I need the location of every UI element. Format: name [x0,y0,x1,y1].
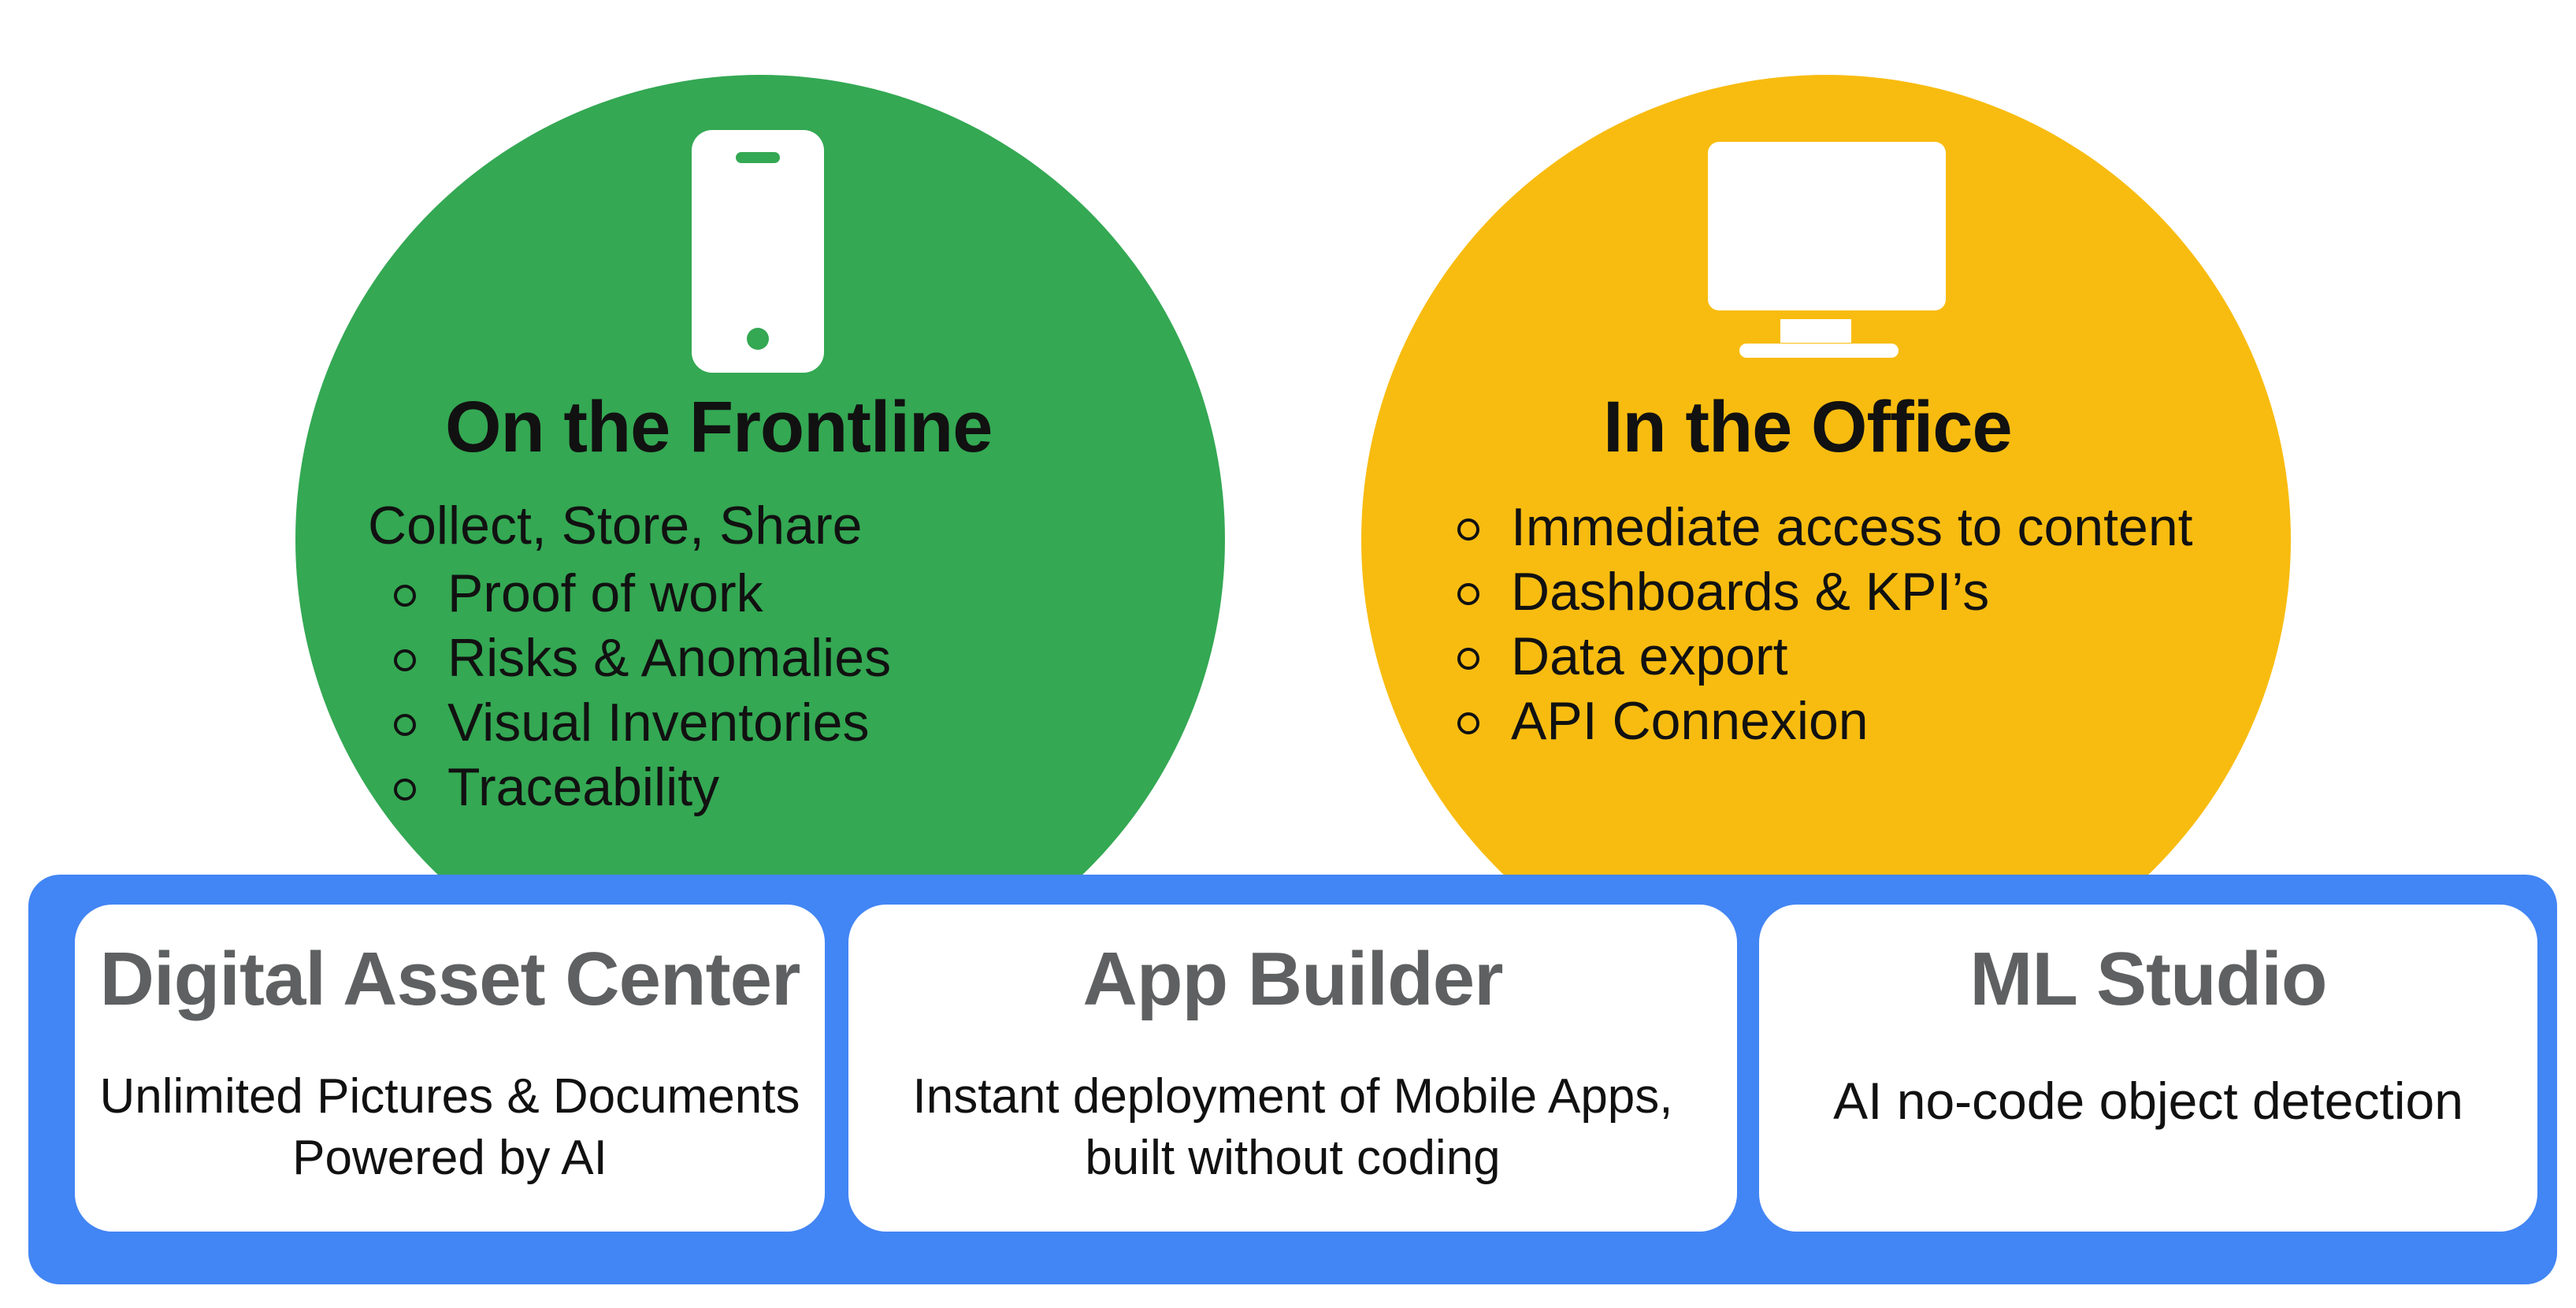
hollow-bullet-icon [1457,712,1479,734]
card-title: Digital Asset Center [99,937,801,1021]
list-item: Visual Inventories [394,690,891,755]
list-item: Traceability [394,755,891,819]
list-item: Dashboards & KPI’s [1457,559,2193,624]
app-builder-card: App Builder Instant deployment of Mobile… [848,905,1737,1232]
list-item: Immediate access to content [1457,495,2193,559]
frontline-bullet-list: Proof of work Risks & Anomalies Visual I… [394,561,891,819]
card-description: AI no-code object detection [1833,1072,2463,1130]
office-title: In the Office [1603,387,2013,467]
hollow-bullet-icon [1457,583,1479,605]
hollow-bullet-icon [1457,648,1479,670]
ml-studio-card: ML Studio AI no-code object detection [1759,905,2537,1232]
card-title: App Builder [1082,937,1504,1021]
office-bullet-list: Immediate access to content Dashboards &… [1457,495,2193,753]
hollow-bullet-icon [394,649,416,671]
mobile-phone-icon [692,130,824,373]
list-item: Proof of work [394,561,891,626]
list-item: API Connexion [1457,689,2193,753]
frontline-intro: Collect, Store, Share [368,496,863,556]
hollow-bullet-icon [394,778,416,801]
hollow-bullet-icon [394,714,416,736]
hollow-bullet-icon [1457,518,1479,541]
digital-asset-center-card: Digital Asset Center Unlimited Pictures … [75,905,825,1232]
list-item: Risks & Anomalies [394,626,891,690]
list-item: Data export [1457,624,2193,689]
card-title: ML Studio [1969,937,2327,1021]
hollow-bullet-icon [394,585,416,607]
card-description: Unlimited Pictures & Documents Powered b… [99,1069,800,1185]
desktop-monitor-icon [1702,142,1946,361]
frontline-title: On the Frontline [445,387,993,467]
card-description: Instant deployment of Mobile Apps, built… [912,1069,1673,1185]
